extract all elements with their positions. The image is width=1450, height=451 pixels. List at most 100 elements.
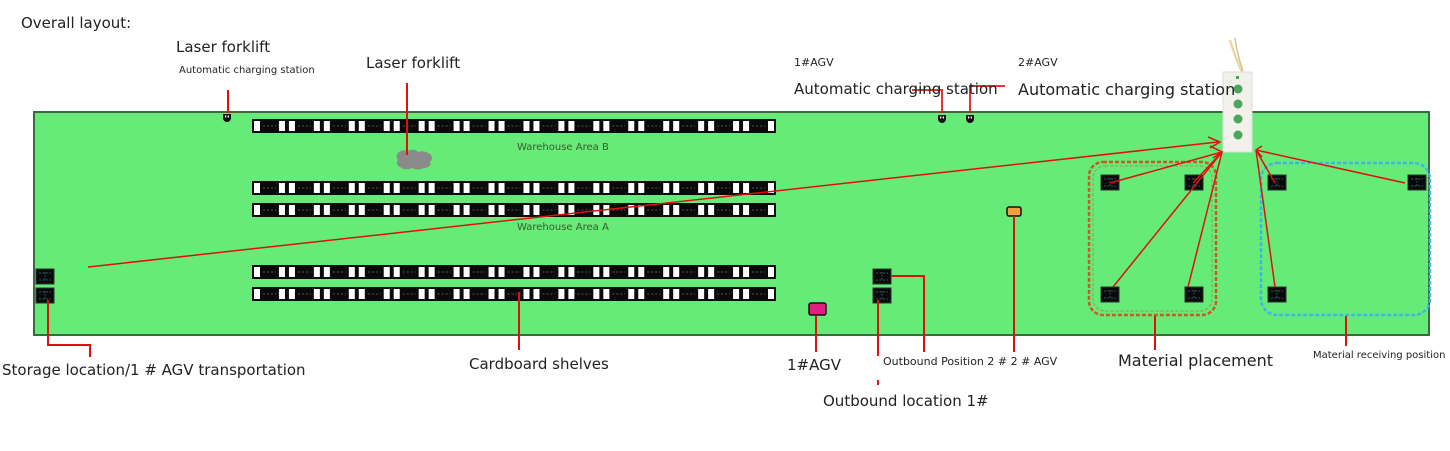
agv1-charging-sub: Automatic charging station <box>794 80 998 98</box>
shelf-slot <box>453 289 460 299</box>
shelf-slot <box>278 121 285 131</box>
agv1-charging-title: 1#AGV <box>794 56 834 69</box>
shelf-slot <box>733 205 740 215</box>
shelf-slot <box>348 183 355 193</box>
agv1-charging-station[interactable] <box>912 89 946 123</box>
agv2-charging-station[interactable] <box>966 85 1005 123</box>
shelf-slot <box>533 183 540 193</box>
shelf-slot <box>743 267 750 277</box>
shelf-slot <box>418 289 425 299</box>
shelf-slot <box>418 267 425 277</box>
shelf-slot <box>558 267 565 277</box>
shelf-slot <box>288 183 295 193</box>
shelf-slot <box>463 267 470 277</box>
shelf-slot <box>393 205 400 215</box>
shelf-slot <box>383 205 390 215</box>
shelf-slot <box>488 183 495 193</box>
shelf-slot <box>628 121 635 131</box>
shelf-slot <box>313 205 320 215</box>
shelf-slot <box>313 267 320 277</box>
shelf-slot <box>568 183 575 193</box>
agv1-label: 1#AGV <box>787 356 841 374</box>
shelf-slot <box>453 121 460 131</box>
shelf-slot <box>488 121 495 131</box>
shelf-slot <box>323 289 330 299</box>
shelf-slot <box>533 267 540 277</box>
outbound-pallets[interactable] <box>872 268 925 385</box>
shelf-slot <box>463 121 470 131</box>
outbound-location-1-label: Outbound location 1# <box>823 392 989 410</box>
shelf-slot <box>593 183 600 193</box>
shelf-row[interactable] <box>252 119 776 133</box>
laser-forklift-charging-station[interactable] <box>223 90 231 122</box>
shelf-slot <box>568 289 575 299</box>
shelf-slot <box>463 289 470 299</box>
agv2-charging-sub: Automatic charging station <box>1018 80 1236 99</box>
shelf-slot <box>628 183 635 193</box>
shelf-slot <box>428 267 435 277</box>
shelf-slot <box>733 267 740 277</box>
storage-location-pallets[interactable] <box>35 268 91 357</box>
shelf-slot <box>488 267 495 277</box>
shelf-slot <box>558 289 565 299</box>
shelf-slot <box>278 205 285 215</box>
shelf-slot <box>673 205 680 215</box>
shelf-slot <box>568 121 575 131</box>
material-receiving-label: Material receiving position <box>1313 350 1446 361</box>
shelf-slot <box>523 267 530 277</box>
shelf-slot <box>663 183 670 193</box>
shelf-slot <box>698 267 705 277</box>
material-placement-label: Material placement <box>1118 351 1273 370</box>
shelf-slot <box>463 183 470 193</box>
shelf-slot <box>358 289 365 299</box>
call-button-box[interactable] <box>1222 37 1253 153</box>
shelf-slot <box>254 267 260 277</box>
shelf-slot <box>673 121 680 131</box>
shelf-slot <box>603 183 610 193</box>
outbound-position-2-label: Outbound Position 2 # 2 # AGV <box>883 355 1058 368</box>
shelf-slot <box>523 205 530 215</box>
shelf-slot <box>278 289 285 299</box>
shelf-slot <box>638 289 645 299</box>
shelf-slot <box>418 121 425 131</box>
shelf-slot <box>418 183 425 193</box>
shelf-row[interactable] <box>252 265 776 279</box>
shelf-row[interactable] <box>252 203 776 217</box>
shelf-slot <box>768 205 774 215</box>
shelf-slot <box>348 289 355 299</box>
shelf-slot <box>663 289 670 299</box>
shelf-slot <box>698 183 705 193</box>
shelf-slot <box>383 289 390 299</box>
shelf-slot <box>523 121 530 131</box>
shelf-slot <box>628 289 635 299</box>
shelf-slot <box>663 267 670 277</box>
shelf-slot <box>603 205 610 215</box>
shelf-slot <box>348 121 355 131</box>
shelf-slot <box>498 267 505 277</box>
shelf-slot <box>463 205 470 215</box>
agv1-vehicle[interactable] <box>808 302 827 352</box>
shelf-slot <box>254 205 260 215</box>
shelf-slot <box>348 205 355 215</box>
shelf-slot <box>593 289 600 299</box>
shelf-row[interactable] <box>252 287 776 301</box>
shelf-slot <box>313 289 320 299</box>
shelf-slot <box>568 205 575 215</box>
shelf-slot <box>743 183 750 193</box>
shelf-slot <box>708 289 715 299</box>
shelf-slot <box>383 183 390 193</box>
shelf-slot <box>768 183 774 193</box>
shelf-row[interactable] <box>252 181 776 195</box>
shelf-slot <box>358 121 365 131</box>
shelf-slot <box>733 121 740 131</box>
shelf-slot <box>288 205 295 215</box>
shelf-slot <box>663 121 670 131</box>
shelf-slot <box>533 205 540 215</box>
shelf-slot <box>428 121 435 131</box>
warehouse-area-b-label: Warehouse Area B <box>517 142 609 153</box>
shelf-slot <box>428 289 435 299</box>
shelf-slot <box>288 289 295 299</box>
shelf-slot <box>254 289 260 299</box>
laser-forklift-charging-title: Laser forklift <box>176 38 271 56</box>
shelf-slot <box>523 289 530 299</box>
